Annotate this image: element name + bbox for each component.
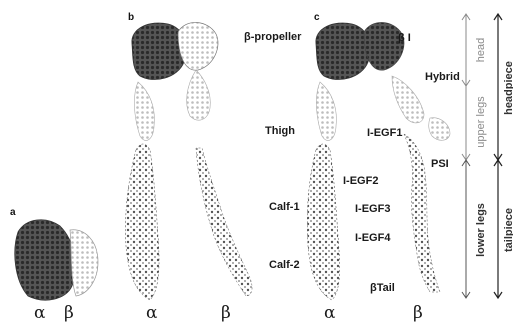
panel-c-thigh [316,82,336,141]
panel-c-hybrid [392,76,424,123]
panel-a-alpha-subunit [15,220,76,300]
label-i-egf4: I-EGF4 [355,232,391,244]
label-beta-tail: βTail [370,282,395,294]
region-brackets: head upper legs lower legs headpiece tai… [462,14,513,298]
panel-b-letter: b [128,12,134,23]
panel-a: a α β [10,207,98,322]
region-headpiece: headpiece [503,61,513,115]
label-calf2: Calf-2 [269,259,300,271]
panel-b-alpha-label: α [146,303,158,322]
label-psi: PSI [431,158,449,170]
panel-c-letter: c [314,12,320,23]
label-beta-propeller: β-propeller [244,31,302,43]
label-calf1: Calf-1 [269,201,300,213]
panel-a-beta-label: β [64,303,74,322]
panel-c-beta-i [364,22,404,70]
panel-c: c α β β-propeller β I Hybrid Thigh I-EGF… [244,12,460,322]
panel-b-alpha-calf [125,144,159,300]
label-beta-i: β I [398,32,411,44]
region-lower-legs: lower legs [475,203,487,257]
panel-c-alpha-label: α [324,303,336,322]
panel-a-alpha-label: α [34,303,46,322]
panel-b-beta-label: β [221,303,231,322]
region-head: head [475,38,487,62]
label-hybrid: Hybrid [425,71,460,83]
label-thigh: Thigh [265,125,295,137]
label-i-egf1: I-EGF1 [367,127,402,139]
region-upper-legs: upper legs [475,96,487,148]
panel-b-beta-legs [196,148,252,296]
panel-b: b α β [125,12,252,322]
panel-c-propeller [316,23,370,80]
region-tailpiece: tailpiece [503,208,513,252]
panel-b-thigh [134,82,154,141]
panel-a-letter: a [10,207,16,218]
panel-b-beta-i [178,22,218,70]
panel-a-beta-subunit [70,230,98,296]
label-i-egf3: I-EGF3 [355,203,390,215]
label-i-egf2: I-EGF2 [343,175,378,187]
panel-b-hybrid [187,70,211,120]
panel-c-alpha-calf [307,144,339,300]
panel-c-beta-label: β [413,303,423,322]
panel-c-psi [429,118,450,141]
